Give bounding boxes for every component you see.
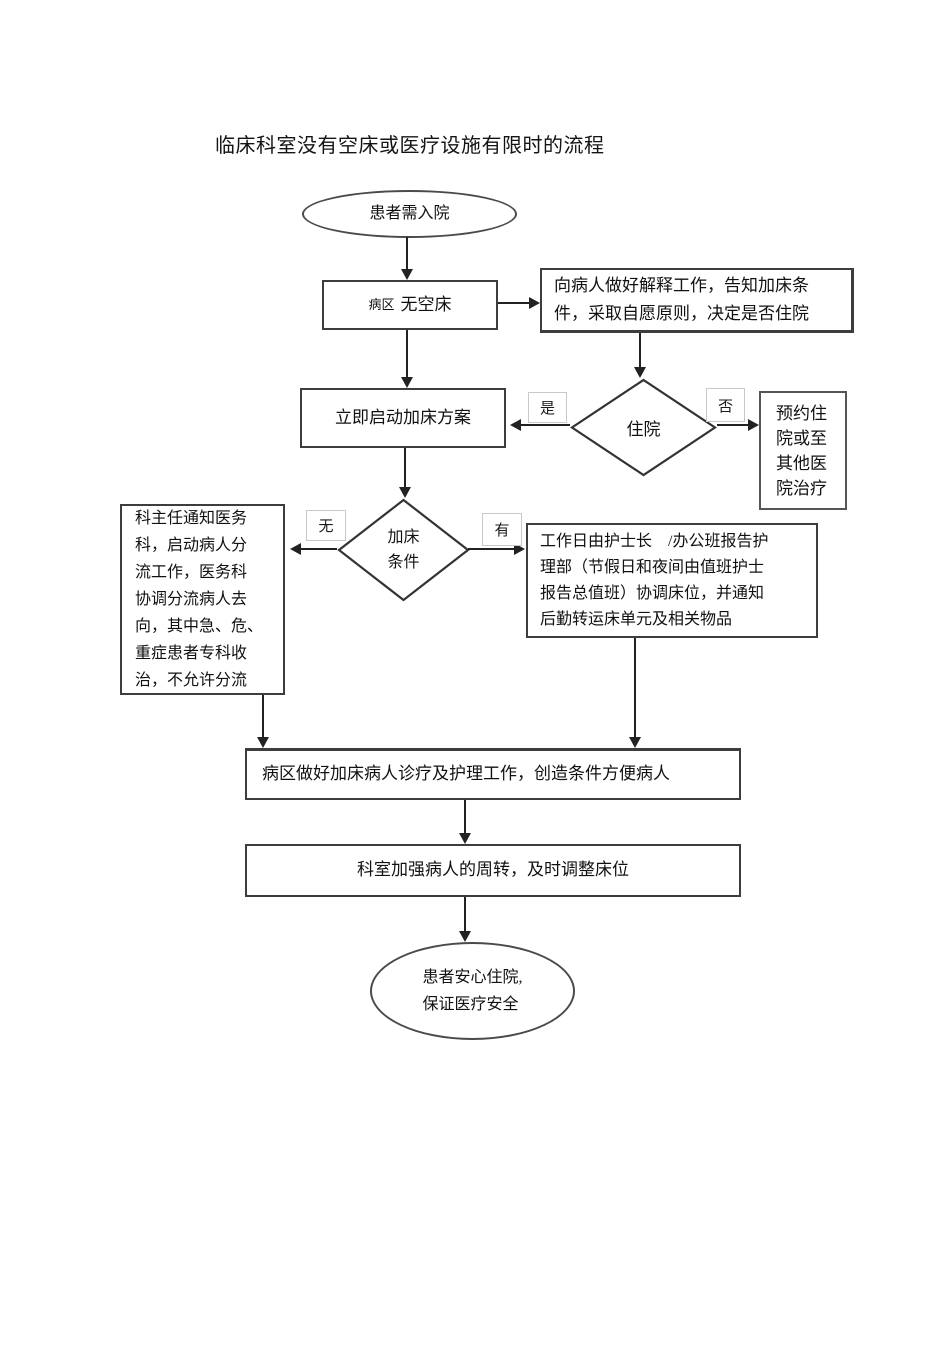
node-admission-decision: 住院 (570, 378, 717, 477)
diamond-shape (337, 498, 470, 602)
edge-nobed-to-explain-line (498, 302, 529, 304)
diamond-shape (570, 378, 717, 477)
node-no-empty-bed-label: 无空床 (400, 294, 452, 314)
edge-label-yes-text: 是 (539, 401, 555, 417)
node-ward-care: 病区做好加床病人诊疗及护理工作，创造条件方便病人 (245, 748, 741, 800)
node-bed-turnover-label: 科室加强病人的周转，及时调整床位 (357, 860, 629, 880)
node-start: 患者需入院 (302, 190, 517, 238)
node-end: 患者安心住院, 保证医疗安全 (370, 942, 575, 1040)
node-bed-turnover: 科室加强病人的周转，及时调整床位 (245, 844, 741, 897)
node-workday-report: 工作日由护士长 /办公班报告护 理部（节假日和夜间由值班护士 报告总值班）协调床… (526, 523, 818, 638)
edge-condition-to-director-line (301, 548, 337, 550)
edge-workday-to-wardcare-line (634, 638, 636, 738)
edge-start-to-nobed-line (406, 237, 408, 270)
node-admission-decision-label: 住院 (626, 420, 661, 439)
edge-condition-to-workday-arrowhead (514, 543, 525, 555)
edge-turnover-to-end-arrowhead (459, 931, 471, 942)
node-start-label: 患者需入院 (369, 204, 450, 222)
edge-condition-to-workday-line (468, 548, 514, 550)
node-explain-work: 向病人做好解释工作，告知加床条 件，采取自愿原则，决定是否住院 (540, 268, 854, 333)
edge-start-to-nobed-arrowhead (401, 269, 413, 280)
node-bed-condition-label: 加床 条件 (387, 529, 420, 571)
node-end-label: 患者安心住院, 保证医疗安全 (422, 969, 523, 1013)
edge-workday-to-wardcare-arrowhead (629, 737, 641, 748)
edge-condition-to-director-arrowhead (290, 543, 301, 555)
edge-label-none-text: 无 (318, 519, 334, 535)
edge-admission-to-startplan-arrowhead (510, 419, 521, 431)
edge-label-have: 有 (482, 513, 522, 546)
edge-startplan-to-condition-line (404, 448, 406, 487)
edge-nobed-to-explain-arrowhead (529, 297, 540, 309)
edge-nobed-to-startplan-arrowhead (401, 377, 413, 388)
node-ward-care-label: 病区做好加床病人诊疗及护理工作，创造条件方便病人 (262, 764, 670, 784)
edge-label-yes: 是 (528, 392, 567, 423)
edge-director-to-wardcare-arrowhead (257, 737, 269, 748)
edge-admission-to-reserve-arrowhead (748, 419, 759, 431)
node-explain-work-label: 向病人做好解释工作，告知加床条 件，采取自愿原则，决定是否住院 (554, 276, 809, 323)
edge-explain-to-admission-line (639, 333, 641, 368)
node-no-empty-bed-prefix: 病区 (368, 296, 395, 312)
node-reserve-hospital-label: 预约住 院或至 其他医 院治疗 (776, 404, 827, 498)
edge-wardcare-to-turnover-line (464, 800, 466, 833)
edge-director-to-wardcare-line (262, 695, 264, 738)
edge-admission-to-reserve-line (717, 424, 748, 426)
node-director-notify: 科主任通知医务 科，启动病人分 流工作，医务科 协调分流病人去 向，其中急、危、… (120, 504, 285, 695)
edge-nobed-to-startplan-line (406, 330, 408, 377)
edge-label-none: 无 (306, 510, 346, 541)
node-bed-condition: 加床 条件 (337, 498, 470, 602)
edge-wardcare-to-turnover-arrowhead (459, 833, 471, 844)
node-workday-report-label: 工作日由护士长 /办公班报告护 理部（节假日和夜间由值班护士 报告总值班）协调床… (540, 532, 769, 628)
node-director-notify-label: 科主任通知医务 科，启动病人分 流工作，医务科 协调分流病人去 向，其中急、危、… (135, 510, 264, 689)
node-start-plan-label: 立即启动加床方案 (335, 407, 471, 427)
edge-explain-to-admission-arrowhead (634, 367, 646, 378)
edge-label-have-text: 有 (494, 523, 510, 539)
page-title: 临床科室没有空床或医疗设施有限时的流程 (215, 135, 605, 157)
edge-label-no-text: 否 (717, 398, 733, 415)
edge-turnover-to-end-line (464, 897, 466, 931)
node-start-plan: 立即启动加床方案 (300, 388, 506, 448)
edge-label-no: 否 (706, 388, 745, 422)
edge-admission-to-startplan-line (521, 424, 570, 426)
edge-startplan-to-condition-arrowhead (399, 487, 411, 498)
node-reserve-hospital: 预约住 院或至 其他医 院治疗 (759, 391, 847, 510)
node-no-empty-bed: 病区 无空床 (322, 280, 498, 330)
